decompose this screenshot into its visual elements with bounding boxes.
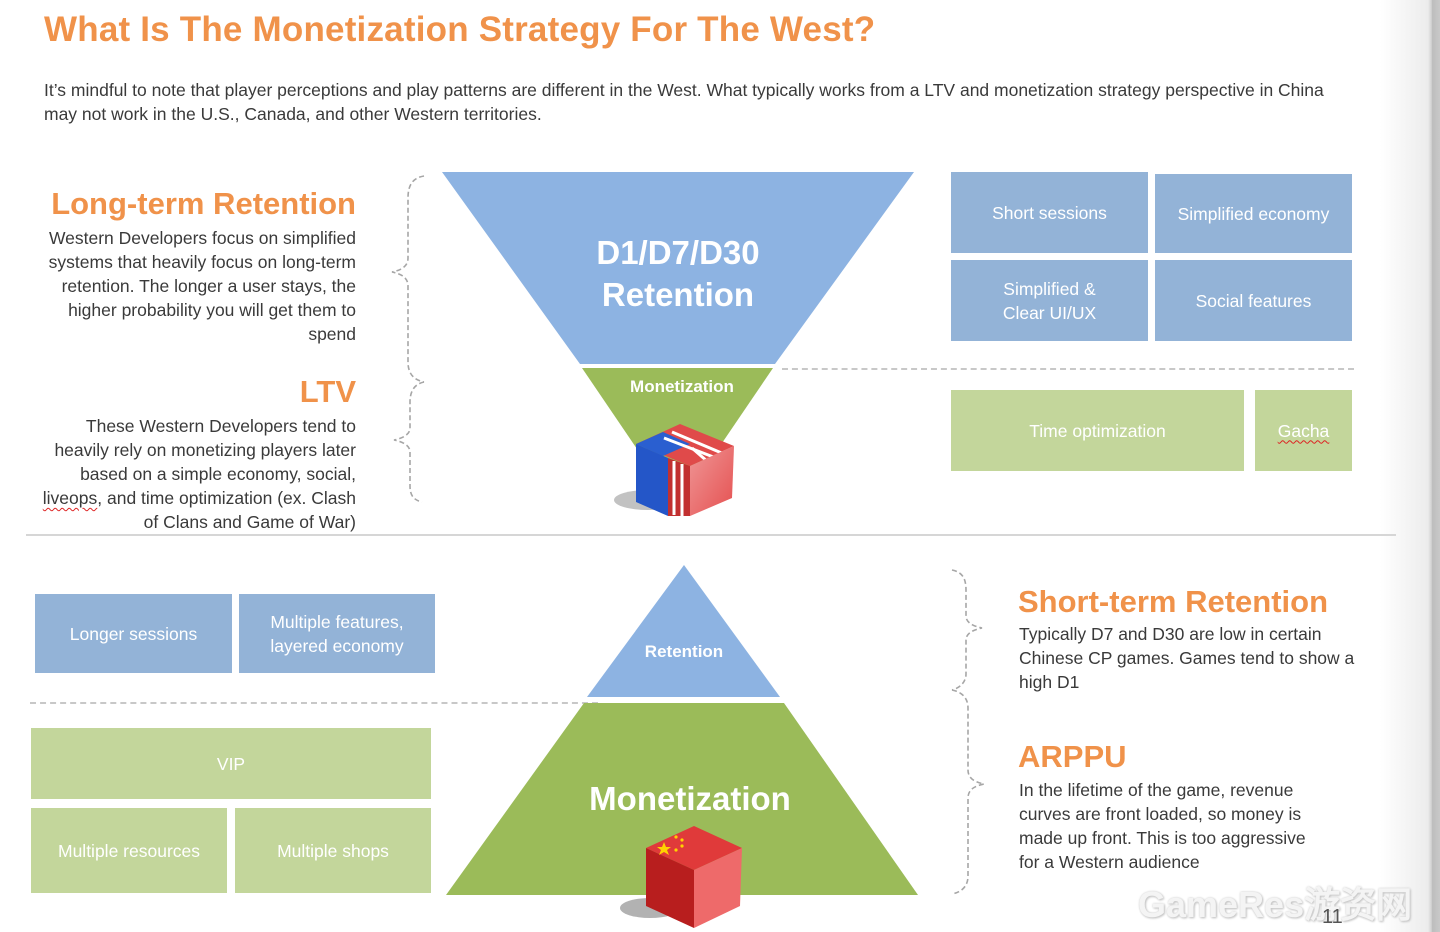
feature-box-multiple-shops: Multiple shops	[235, 808, 431, 893]
slide-title: What Is The Monetization Strategy For Th…	[44, 10, 876, 49]
feature-box-social-features: Social features	[1155, 260, 1352, 341]
china-dashed-separator	[30, 702, 598, 704]
ltv-body-text: These Western Developers tend to heavily…	[54, 416, 356, 484]
gacha-label: Gacha	[1277, 420, 1330, 441]
short-term-retention-heading: Short-term Retention	[1018, 584, 1328, 619]
feature-box-multiple-features: Multiple features, layered economy	[239, 594, 435, 673]
west-dashed-separator	[782, 368, 1354, 370]
intro-paragraph: It’s mindful to note that player percept…	[44, 80, 1324, 124]
short-term-retention-body: Typically D7 and D30 are low in certain …	[1019, 624, 1355, 692]
section-divider	[26, 534, 1396, 536]
bracket-short-term	[951, 569, 983, 691]
bracket-ltv	[393, 381, 425, 503]
ltv-body: These Western Developers tend to heavily…	[30, 414, 356, 534]
ltv-heading: LTV	[299, 374, 356, 409]
arppu-heading: ARPPU	[1018, 739, 1127, 774]
bracket-arppu	[951, 689, 985, 895]
bracket-retention	[391, 175, 425, 383]
pyramid-monetization-shape	[446, 703, 918, 895]
feature-box-simplified-ui: Simplified & Clear UI/UX	[951, 260, 1148, 341]
us-flag-cube-icon	[614, 424, 734, 516]
spellcheck-word: liveops	[42, 488, 98, 508]
arppu-body: In the lifetime of the game, revenue cur…	[1019, 780, 1306, 872]
watermark: GameRes游资网	[1138, 884, 1413, 925]
china-flag-cube-icon	[620, 826, 742, 928]
pyramid-retention-label: Retention	[644, 642, 724, 661]
long-term-retention-heading: Long-term Retention	[51, 186, 356, 221]
long-term-retention-body: Western Developers focus on simplified s…	[48, 228, 356, 344]
pyramid-retention-shape	[587, 565, 780, 697]
feature-box-gacha: Gacha	[1255, 390, 1352, 471]
ltv-body-text-end: , and time optimization (ex. Clash of Cl…	[97, 488, 356, 532]
funnel-retention-label-2: Retention	[601, 276, 755, 313]
feature-box-simplified-economy: Simplified economy	[1155, 174, 1352, 253]
feature-box-time-optimization: Time optimization	[951, 390, 1244, 471]
funnel-monetization-label: Monetization	[630, 377, 734, 396]
slide-edge-shadow	[1380, 0, 1440, 932]
page-number: 11	[1322, 906, 1343, 928]
funnel-retention-shape	[442, 172, 914, 364]
feature-box-short-sessions: Short sessions	[951, 172, 1148, 253]
funnel-retention-label-1: D1/D7/D30	[596, 234, 760, 271]
pyramid-monetization-label: Monetization	[589, 780, 791, 817]
feature-box-multiple-resources: Multiple resources	[31, 808, 227, 893]
feature-box-longer-sessions: Longer sessions	[35, 594, 232, 673]
feature-box-vip: VIP	[31, 728, 431, 799]
